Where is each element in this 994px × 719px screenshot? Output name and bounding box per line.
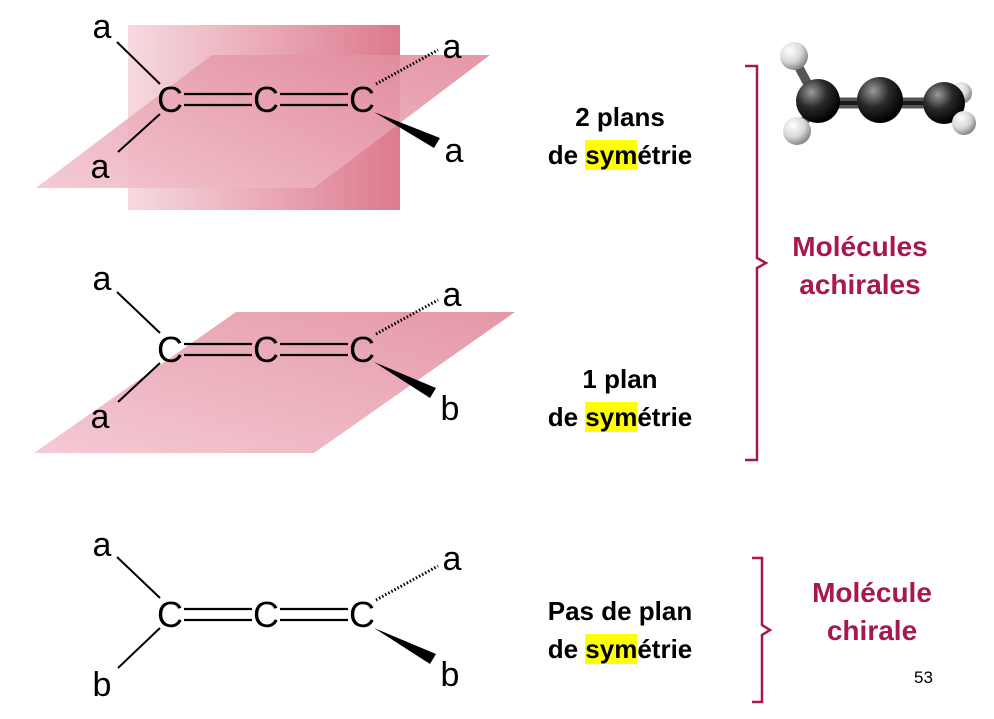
desc-prefix: de xyxy=(547,402,586,432)
molecule-2: C C C a a a b xyxy=(34,260,515,453)
substituent-right-bottom: b xyxy=(441,390,460,428)
highlighted-text: sym xyxy=(585,402,638,432)
substituent-left-top: a xyxy=(93,260,112,298)
desc-prefix: de xyxy=(547,634,586,664)
substituent-right-top: a xyxy=(443,540,462,578)
desc-suffix: étrie xyxy=(637,634,693,664)
carbon-right: C xyxy=(349,594,375,635)
highlighted-text: sym xyxy=(585,634,638,664)
substituent-right-top: a xyxy=(443,276,462,314)
carbon-center: C xyxy=(253,79,279,120)
chiral-bracket xyxy=(752,556,773,704)
carbon-left: C xyxy=(157,594,183,635)
desc-prefix: de xyxy=(547,140,586,170)
allene-3d-model-image xyxy=(780,42,976,145)
horizontal-symmetry-plane xyxy=(34,312,515,453)
substituent-right-top: a xyxy=(443,28,462,66)
substituent-left-top: a xyxy=(93,526,112,564)
desc-suffix: étrie xyxy=(637,402,693,432)
achiral-bracket xyxy=(745,64,769,462)
symmetry-description-3: Pas de plan de symétrie xyxy=(490,592,750,668)
carbon-left: C xyxy=(157,329,183,370)
molecule-3: C C C a b a b xyxy=(93,526,462,704)
group-label-line-1: Molécule xyxy=(812,577,932,608)
group-label-line-2: chirale xyxy=(826,615,918,646)
description-line-2: de symétrie xyxy=(490,136,750,174)
carbon-center: C xyxy=(253,329,279,370)
symmetry-description-1: 2 plans de symétrie xyxy=(490,98,750,174)
symmetry-description-2: 1 plan de symétrie xyxy=(490,360,750,436)
achiral-group-label: Molécules achirales xyxy=(770,228,950,304)
page-number: 53 xyxy=(914,668,933,687)
description-line-1: 2 plans xyxy=(575,102,665,132)
substituent-left-top: a xyxy=(93,8,112,46)
carbon-center: C xyxy=(253,594,279,635)
group-label-line-1: Molécules xyxy=(792,231,928,262)
substituent-right-bottom: b xyxy=(441,656,460,694)
highlighted-text: sym xyxy=(585,140,638,170)
description-line-1: Pas de plan xyxy=(547,596,693,626)
carbon-right: C xyxy=(349,329,375,370)
carbon-right: C xyxy=(349,79,375,120)
molecule-1: C C C a a a a xyxy=(36,8,490,210)
substituent-right-bottom: a xyxy=(445,132,464,170)
chiral-group-label: Molécule chirale xyxy=(782,574,962,650)
substituent-left-bottom: b xyxy=(93,666,112,704)
description-line-2: de symétrie xyxy=(490,630,750,668)
carbon-left: C xyxy=(157,79,183,120)
desc-suffix: étrie xyxy=(637,140,693,170)
description-line-2: de symétrie xyxy=(490,398,750,436)
substituent-left-bottom: a xyxy=(91,398,110,436)
description-line-1: 1 plan xyxy=(582,364,658,394)
horizontal-symmetry-plane xyxy=(36,55,490,188)
group-label-line-2: achirales xyxy=(799,269,921,300)
substituent-left-bottom: a xyxy=(91,148,110,186)
